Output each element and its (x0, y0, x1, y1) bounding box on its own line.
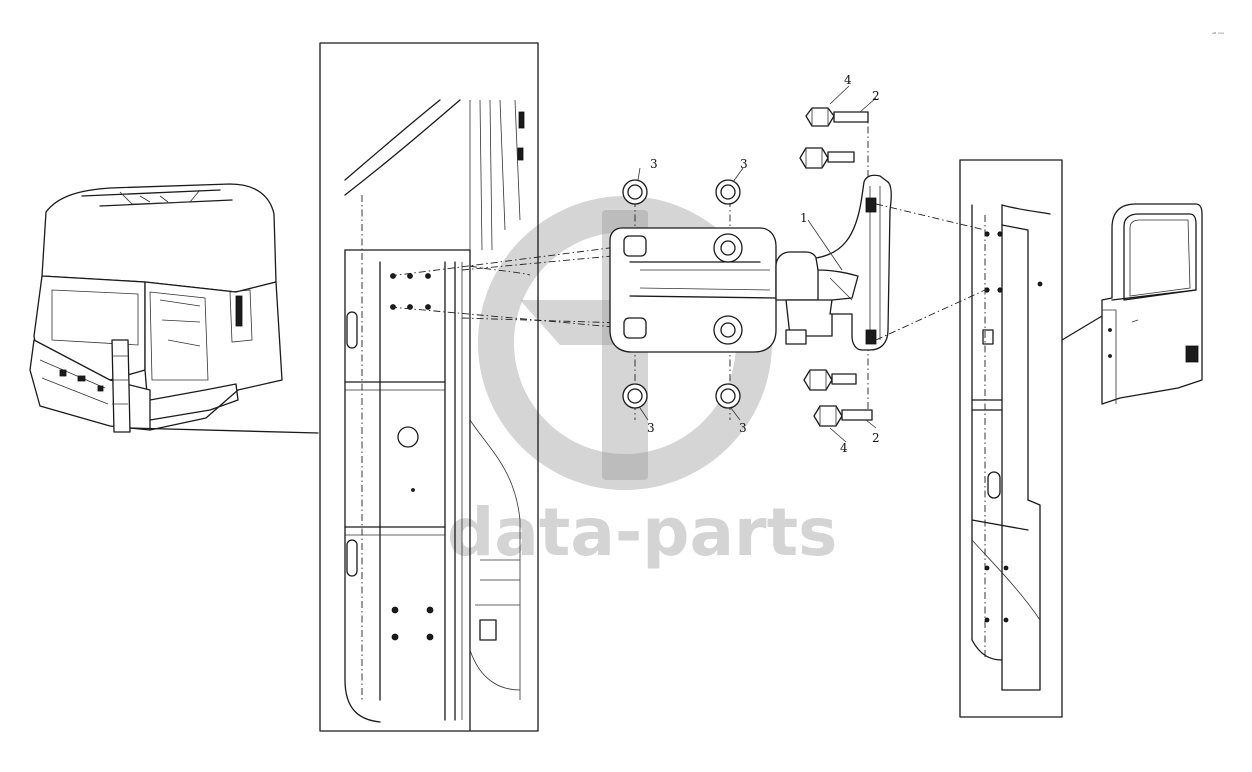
callout-2-bottom: 2 (872, 431, 880, 445)
bolt-top-1 (805, 107, 869, 127)
callout-3-top-left: 3 (650, 157, 658, 171)
cab-door-overview (1101, 203, 1203, 405)
callout-3-top-right: 3 (740, 157, 748, 171)
hinge-exploded-view (389, 85, 892, 443)
washer-bottom-right (715, 383, 741, 409)
corner-mark: ᵃᴮ ᴬᴬᴬ (1212, 32, 1225, 38)
watermark-text: data-parts (447, 494, 837, 571)
callout-1: 1 (800, 211, 808, 225)
bolt-bottom-2 (813, 405, 873, 427)
bolt-top-2 (799, 147, 855, 169)
door-hinge (609, 174, 892, 353)
callout-4-top: 4 (844, 73, 852, 87)
bolt-bottom-1 (803, 369, 857, 391)
washer-bottom-left (622, 383, 648, 409)
callout-2-top: 2 (872, 89, 880, 103)
callout-3-bottom-left: 3 (647, 421, 655, 435)
washer-top-left (622, 179, 648, 205)
pillar-detail-panel (319, 42, 539, 732)
cab-overview (29, 183, 319, 434)
washer-top-right (715, 179, 741, 205)
door-edge-detail-panel (875, 159, 1103, 718)
callout-4-bottom: 4 (840, 441, 848, 455)
callout-3-bottom-right: 3 (739, 421, 747, 435)
